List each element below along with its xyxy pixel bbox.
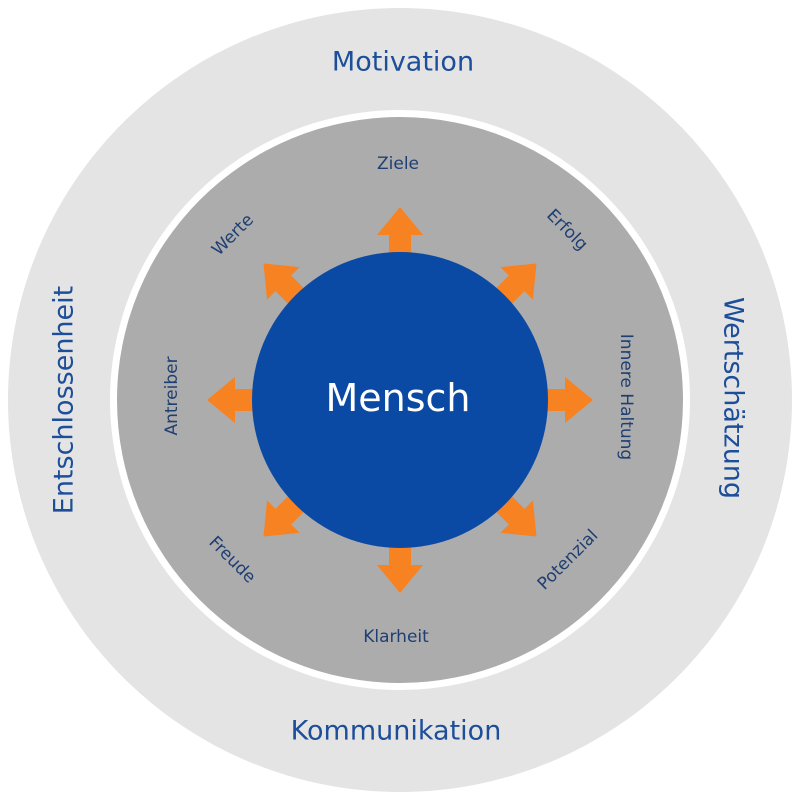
inner-label-ziele: Ziele (377, 154, 419, 174)
outer-label-top: Motivation (332, 47, 474, 78)
arrow-s-icon (377, 535, 423, 593)
center-circle (252, 252, 548, 548)
inner-label-klarheit: Klarheit (363, 627, 429, 647)
outer-label-right: Wertschätzung (718, 297, 749, 499)
arrow-n-icon (377, 207, 423, 265)
outer-label-bottom: Kommunikation (291, 716, 502, 747)
center-label: Mensch (325, 376, 470, 420)
arrow-w-icon (207, 377, 265, 423)
inner-label-innere-haltung: Innere Haltung (616, 334, 636, 460)
arrow-e-icon (535, 377, 593, 423)
inner-label-antreiber: Antreiber (162, 356, 182, 435)
outer-label-left: Entschlossenheit (49, 286, 80, 514)
